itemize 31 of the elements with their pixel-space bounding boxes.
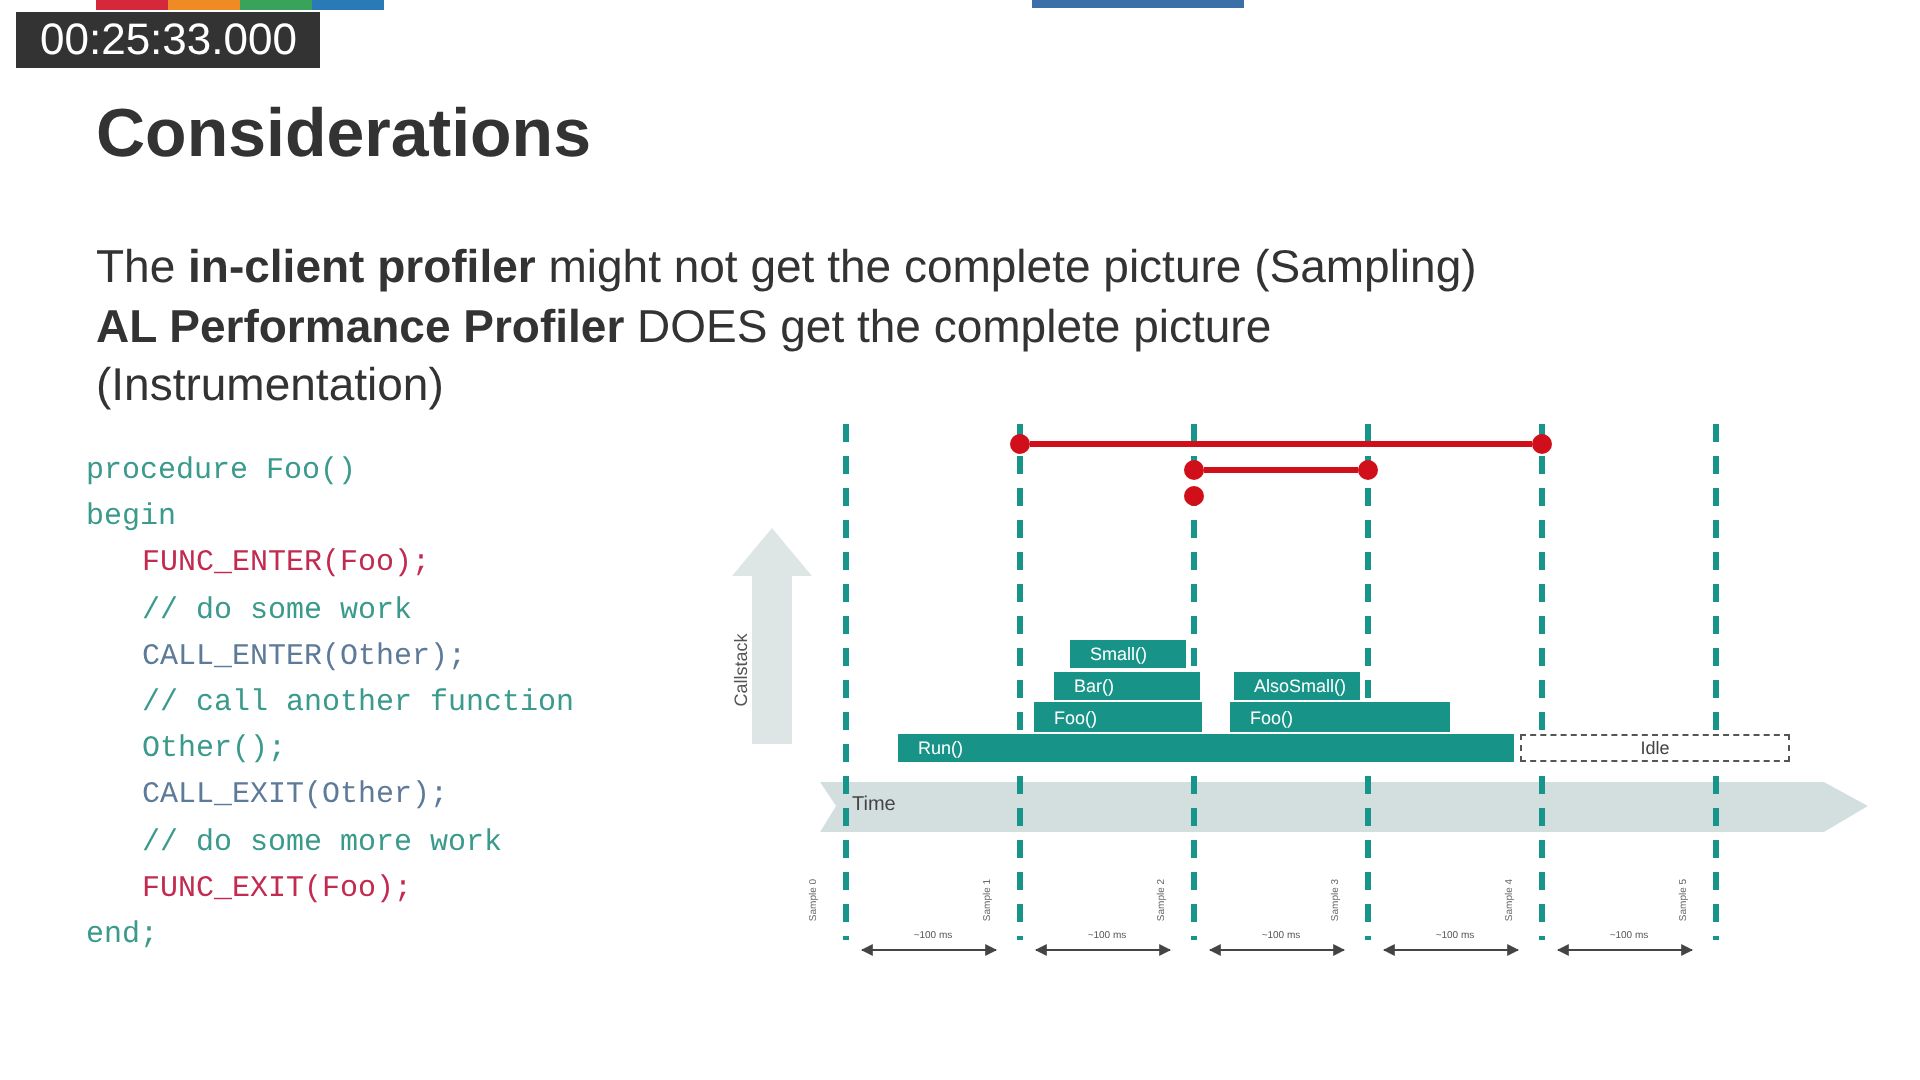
call-bar: Bar(): [1054, 672, 1200, 700]
code-line: // do some more work: [142, 825, 503, 862]
code-line: CALL_ENTER(Other);: [142, 639, 467, 676]
code-line: FUNC_EXIT(Foo);: [142, 871, 413, 908]
code-line: begin: [86, 500, 177, 537]
code-line: Other();: [142, 732, 287, 769]
timestamp-dot: [1184, 486, 1204, 506]
call-bar: AlsoSmall(): [1234, 672, 1360, 700]
code-line: // call another function: [142, 686, 575, 722]
timestamp-dot: [1358, 460, 1378, 480]
axis-label: Time: [852, 794, 896, 816]
call-bar: Foo(): [1230, 702, 1450, 732]
code-line: FUNC_ENTER(Foo);: [142, 546, 431, 583]
code-line: procedure Foo(): [86, 454, 357, 490]
axis-label: Callstack: [730, 633, 751, 707]
call-bar: Small(): [1070, 640, 1186, 668]
code-line: // do some work: [142, 593, 413, 630]
call-bar: Foo(): [1034, 702, 1202, 732]
code-line: CALL_EXIT(Other);: [142, 778, 449, 815]
timestamp: 00:25:33.000: [16, 12, 321, 68]
call-bar: Run(): [898, 734, 1514, 762]
slide-title: Considerations: [96, 96, 591, 174]
span-line: [1030, 441, 1532, 447]
timestamp-dot: [1010, 434, 1030, 454]
span-line: [1204, 467, 1358, 473]
body-text: AL Performance Profiler DOES get the complete picture (Instrumentation): [96, 298, 1274, 414]
code-line: end;: [86, 918, 159, 954]
idle-block: Idle: [1520, 734, 1790, 762]
body-text: The in-client profiler might not get the complete picture (Sampling): [96, 240, 1477, 294]
timestamp-dot: [1532, 434, 1552, 454]
timestamp-dot: [1184, 460, 1204, 480]
